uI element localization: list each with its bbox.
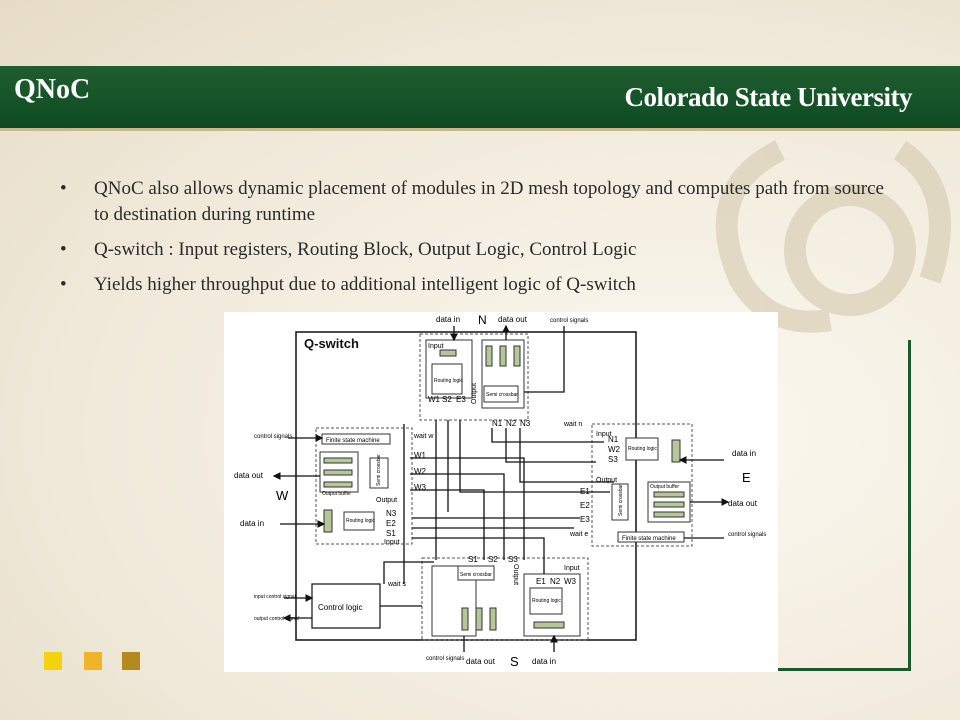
east-routing-label: Routing logic xyxy=(628,446,657,452)
west-fsm-label: Finite state machine xyxy=(326,438,380,444)
west-data-in-label: data in xyxy=(240,519,264,528)
diagram-title: Q-switch xyxy=(304,336,359,351)
port-label: E1 xyxy=(536,577,546,586)
output-control-signal-label: output control signal xyxy=(254,616,299,622)
slide-title: QNoC xyxy=(14,74,91,105)
port-label: E2 xyxy=(386,519,396,528)
south-data-in-label: data in xyxy=(532,657,556,666)
interconnect-lines xyxy=(272,324,730,652)
west-input-label: Input xyxy=(384,539,400,546)
wait-s-label: wait s xyxy=(387,581,406,588)
north-bottom-ports: N1 N2 N3 xyxy=(492,419,531,428)
title-bar xyxy=(0,66,960,128)
south-port-block: Semi crossbar Output Input Routing logic xyxy=(421,557,589,641)
east-output-buffer-label: Output buffer xyxy=(650,484,679,490)
south-output-label: Output xyxy=(512,564,519,585)
wait-w-label: wait w xyxy=(413,433,434,440)
west-right-ports: W1 W2 W3 xyxy=(414,451,427,492)
south-input-label: Input xyxy=(564,565,580,572)
east-control-signals-label: control signals xyxy=(728,532,766,538)
north-input-label: Input xyxy=(428,343,444,350)
title-bar-divider xyxy=(0,128,960,131)
west-crossbar-label: Semi crossbar xyxy=(376,454,382,486)
port-label: E3 xyxy=(580,515,590,524)
east-port-block: Input Routing logic Output Semi crossbar… xyxy=(591,423,693,547)
port-label: S3 xyxy=(608,455,618,464)
east-direction-label: E xyxy=(742,470,751,485)
wait-n-label: wait n xyxy=(563,421,582,428)
port-label: S2 xyxy=(488,555,498,564)
south-right-ports: E1 N2 W3 xyxy=(536,577,577,586)
south-direction-label: S xyxy=(510,654,519,669)
north-data-out-label: data out xyxy=(498,315,528,324)
south-top-ports: S1 S2 S3 xyxy=(468,555,518,564)
decorative-square xyxy=(84,652,102,670)
west-data-out-label: data out xyxy=(234,471,264,480)
port-label: E3 xyxy=(456,395,466,404)
east-fsm-label: Finite state machine xyxy=(622,536,676,542)
south-data-out-label: data out xyxy=(466,657,496,666)
south-routing-label: Routing logic xyxy=(532,598,561,604)
port-label: E2 xyxy=(580,501,590,510)
north-data-in-label: data in xyxy=(436,315,460,324)
port-label: W2 xyxy=(608,445,621,454)
input-control-signal-label: input control signal xyxy=(254,594,296,600)
north-output-label: Output xyxy=(471,383,478,404)
qswitch-diagram: Q-switch Input Routing logic Semi crossb… xyxy=(224,312,778,672)
bullet-item: Q-switch : Input registers, Routing Bloc… xyxy=(60,237,900,263)
port-label: W2 xyxy=(414,467,427,476)
port-label: S2 xyxy=(442,395,452,404)
port-label: W1 xyxy=(414,451,427,460)
bullet-list: QNoC also allows dynamic placement of mo… xyxy=(60,176,900,307)
port-label: W3 xyxy=(414,483,427,492)
east-input-label: Input xyxy=(596,431,612,438)
west-control-signals-label: control signals xyxy=(254,434,292,440)
east-output-label: Output xyxy=(596,477,617,484)
decorative-square xyxy=(44,652,62,670)
north-top-ports: W1 S2 E3 xyxy=(428,395,466,404)
north-port-block: Input Routing logic Semi crossbar Output xyxy=(419,333,529,421)
decorative-square xyxy=(122,652,140,670)
bullet-item: QNoC also allows dynamic placement of mo… xyxy=(60,176,900,228)
north-direction-label: N xyxy=(478,313,487,327)
port-label: S1 xyxy=(386,529,396,538)
decorative-vertical-line xyxy=(908,340,911,670)
port-label: N3 xyxy=(520,419,531,428)
university-logo: Colorado State University xyxy=(624,82,913,112)
control-logic-block xyxy=(311,583,381,629)
wait-e-label: wait e xyxy=(569,531,588,538)
control-logic-label: Control logic xyxy=(318,603,362,612)
west-routing-label: Routing logic xyxy=(346,518,375,524)
port-label: W3 xyxy=(564,577,577,586)
port-label: S1 xyxy=(468,555,478,564)
west-direction-label: W xyxy=(276,488,289,503)
north-control-signals-label: control signals xyxy=(550,318,588,324)
south-crossbar-label: Semi crossbar xyxy=(460,572,492,578)
port-label: N2 xyxy=(550,577,561,586)
south-control-signals-label: control signals xyxy=(426,656,464,662)
bullet-item: Yields higher throughput due to addition… xyxy=(60,272,900,298)
east-data-out-label: data out xyxy=(728,499,758,508)
port-label: W1 xyxy=(428,395,441,404)
west-lower-ports: N3 E2 S1 xyxy=(386,509,397,538)
east-crossbar-label: Semi crossbar xyxy=(618,484,624,516)
north-crossbar-label: Semi crossbar xyxy=(486,392,518,398)
west-output-buffer-label: Output buffer xyxy=(322,491,351,497)
port-label: N2 xyxy=(506,419,517,428)
north-routing-label: Routing logic xyxy=(434,378,463,384)
west-output-label: Output xyxy=(376,497,397,504)
east-data-in-label: data in xyxy=(732,449,756,458)
port-label: N1 xyxy=(608,435,619,444)
port-label: S3 xyxy=(508,555,518,564)
port-label: N1 xyxy=(492,419,503,428)
port-label: N3 xyxy=(386,509,397,518)
east-top-ports: N1 W2 S3 xyxy=(608,435,621,464)
west-port-block: Finite state machine Output buffer Semi … xyxy=(315,427,413,546)
